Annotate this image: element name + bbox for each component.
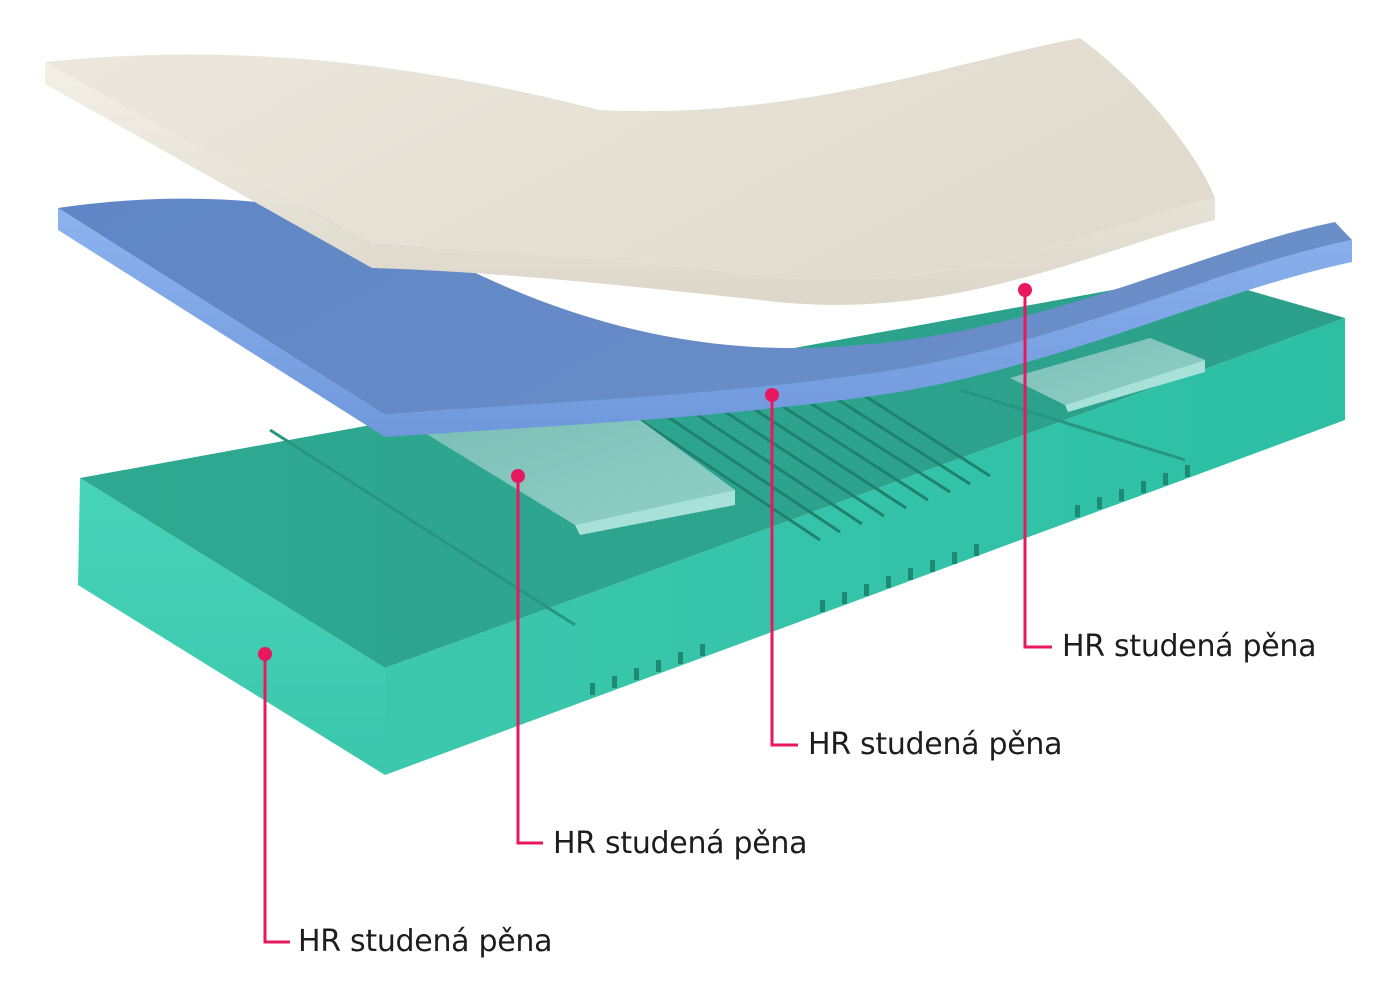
callout-label-zone-pads: HR studená pěna <box>553 826 808 861</box>
zone-pad-right <box>1010 338 1205 405</box>
base-core-left-face <box>78 478 385 775</box>
callout-label-blue-layer: HR studená pěna <box>808 727 1063 762</box>
leader-zone-pads <box>516 476 543 845</box>
callout-label-top-layer: HR studená pěna <box>1062 629 1317 664</box>
dot-base-core <box>258 647 272 661</box>
groove-line <box>959 388 1186 462</box>
groove-line <box>269 428 576 627</box>
top-layer-top-face <box>45 38 1215 281</box>
zone-pad-right-edge <box>1065 360 1205 412</box>
top-layer-front-edge <box>45 62 1215 305</box>
callout-dots <box>258 283 1032 661</box>
leader-top-layer <box>1023 290 1052 649</box>
top-layer <box>45 38 1215 305</box>
dot-zone-pads <box>511 469 525 483</box>
callout-leaders <box>263 290 1052 944</box>
ribbed-zone <box>639 378 991 542</box>
edge-notches <box>590 465 1190 695</box>
blue-layer-front-edge <box>58 208 1352 437</box>
leader-blue-layer <box>770 395 798 747</box>
callout-label-base-core: HR studená pěna <box>298 924 553 959</box>
zone-pad-left <box>420 420 735 525</box>
dot-top-layer <box>1018 283 1032 297</box>
zone-pads-layer <box>420 338 1205 535</box>
leader-base-core <box>263 654 290 944</box>
zone-pad-left-edge <box>575 490 735 535</box>
dot-blue-layer <box>765 388 779 402</box>
base-core-front-face <box>385 318 1345 775</box>
